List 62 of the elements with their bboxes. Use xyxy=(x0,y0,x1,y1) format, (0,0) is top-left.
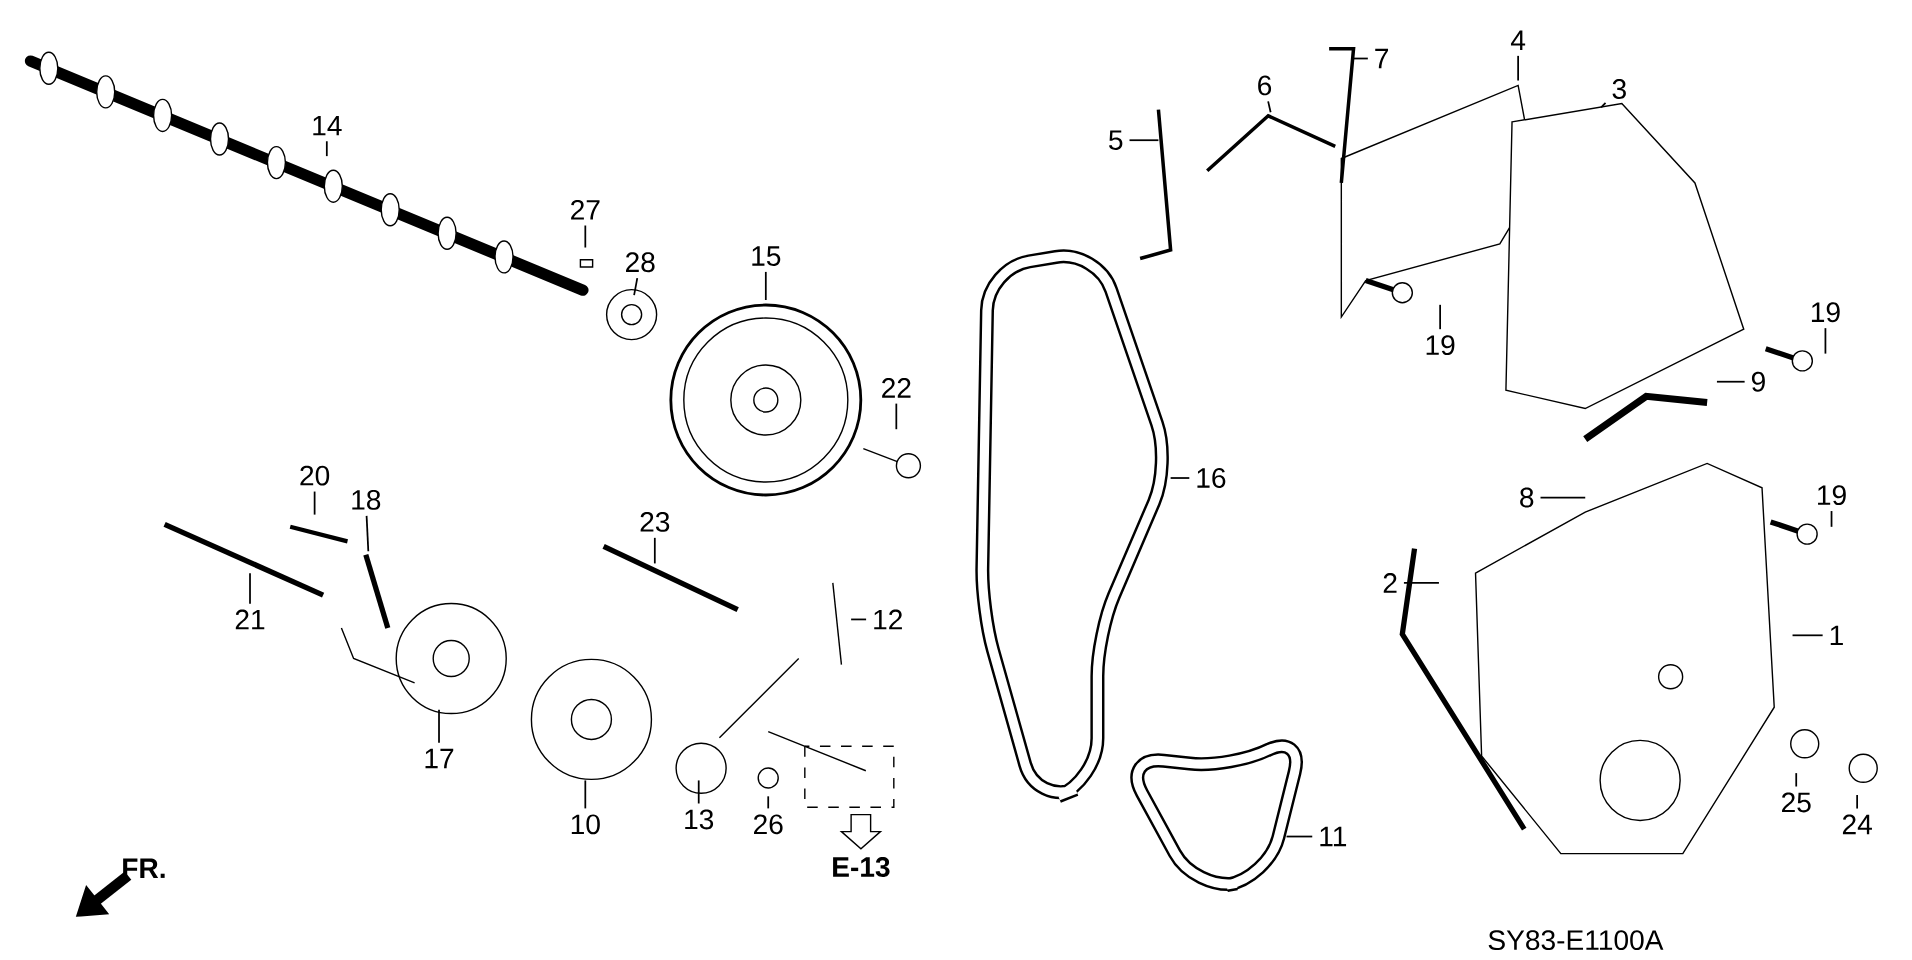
callout-number: 9 xyxy=(1751,371,1765,392)
reference-label: E-13 xyxy=(833,857,890,877)
leader-line xyxy=(1267,100,1272,114)
callout-number: 11 xyxy=(1320,826,1347,847)
callout-number: 14 xyxy=(313,115,342,136)
callout-number: 24 xyxy=(1842,814,1872,835)
callout-number: 15 xyxy=(752,246,781,266)
callout-number: 22 xyxy=(882,378,911,398)
callout-number: 16 xyxy=(1197,468,1226,488)
leader-line xyxy=(1791,634,1824,637)
callout-number: 2 xyxy=(1383,573,1397,593)
callout-number: 6 xyxy=(1258,75,1272,96)
callout-number: 1 xyxy=(1830,625,1843,645)
leader-line xyxy=(1600,102,1607,109)
leader-line xyxy=(1856,794,1859,810)
leader-line xyxy=(1830,510,1833,528)
leader-line xyxy=(1517,55,1519,82)
leader-line xyxy=(1403,582,1440,584)
leader-line xyxy=(1824,327,1827,355)
leader-line xyxy=(325,140,328,157)
callout-number: 10 xyxy=(571,814,600,835)
leader-line xyxy=(850,618,867,621)
leader-line xyxy=(697,779,700,805)
leader-line xyxy=(1128,139,1160,142)
callout-number: 17 xyxy=(425,748,454,769)
callout-number: 19 xyxy=(1426,335,1455,356)
leader-line xyxy=(249,572,251,605)
callout-number: 13 xyxy=(685,809,714,830)
callout-number: 28 xyxy=(626,252,655,273)
fr-label: FR. xyxy=(123,858,165,878)
callout-number: 3 xyxy=(1612,79,1626,99)
leader-line xyxy=(1169,477,1191,479)
callout-number: 18 xyxy=(352,490,381,510)
callout-number: 8 xyxy=(1520,487,1534,508)
callout-number: 5 xyxy=(1109,130,1123,151)
callout-number: 26 xyxy=(754,814,783,835)
leader-line xyxy=(1716,380,1746,383)
leader-line xyxy=(584,779,587,810)
callout-number: 27 xyxy=(571,199,600,220)
callout-number: 25 xyxy=(1782,792,1811,813)
callout-number: 23 xyxy=(640,511,670,532)
leader-line xyxy=(1539,496,1587,499)
leader-line xyxy=(584,224,587,249)
callout-number: 19 xyxy=(1811,302,1840,323)
drawing-code: SY83-E1100A xyxy=(1488,930,1664,951)
callout-number: 19 xyxy=(1818,485,1846,506)
callout-number: 21 xyxy=(235,609,265,630)
leader-line xyxy=(313,490,316,516)
leader-line xyxy=(438,708,440,744)
callout-number: 4 xyxy=(1510,30,1526,50)
leader-line xyxy=(764,271,767,301)
leader-line xyxy=(1439,303,1441,331)
leader-line xyxy=(653,536,656,565)
callout-number: 7 xyxy=(1375,48,1389,69)
leader-line xyxy=(365,515,370,553)
callout-number: 12 xyxy=(874,609,902,630)
leader-line xyxy=(767,795,770,810)
leader-line xyxy=(633,277,639,296)
leader-line xyxy=(1285,835,1314,838)
callout-number: 20 xyxy=(300,465,330,486)
leader-line xyxy=(1795,772,1798,788)
leader-line xyxy=(895,402,898,431)
